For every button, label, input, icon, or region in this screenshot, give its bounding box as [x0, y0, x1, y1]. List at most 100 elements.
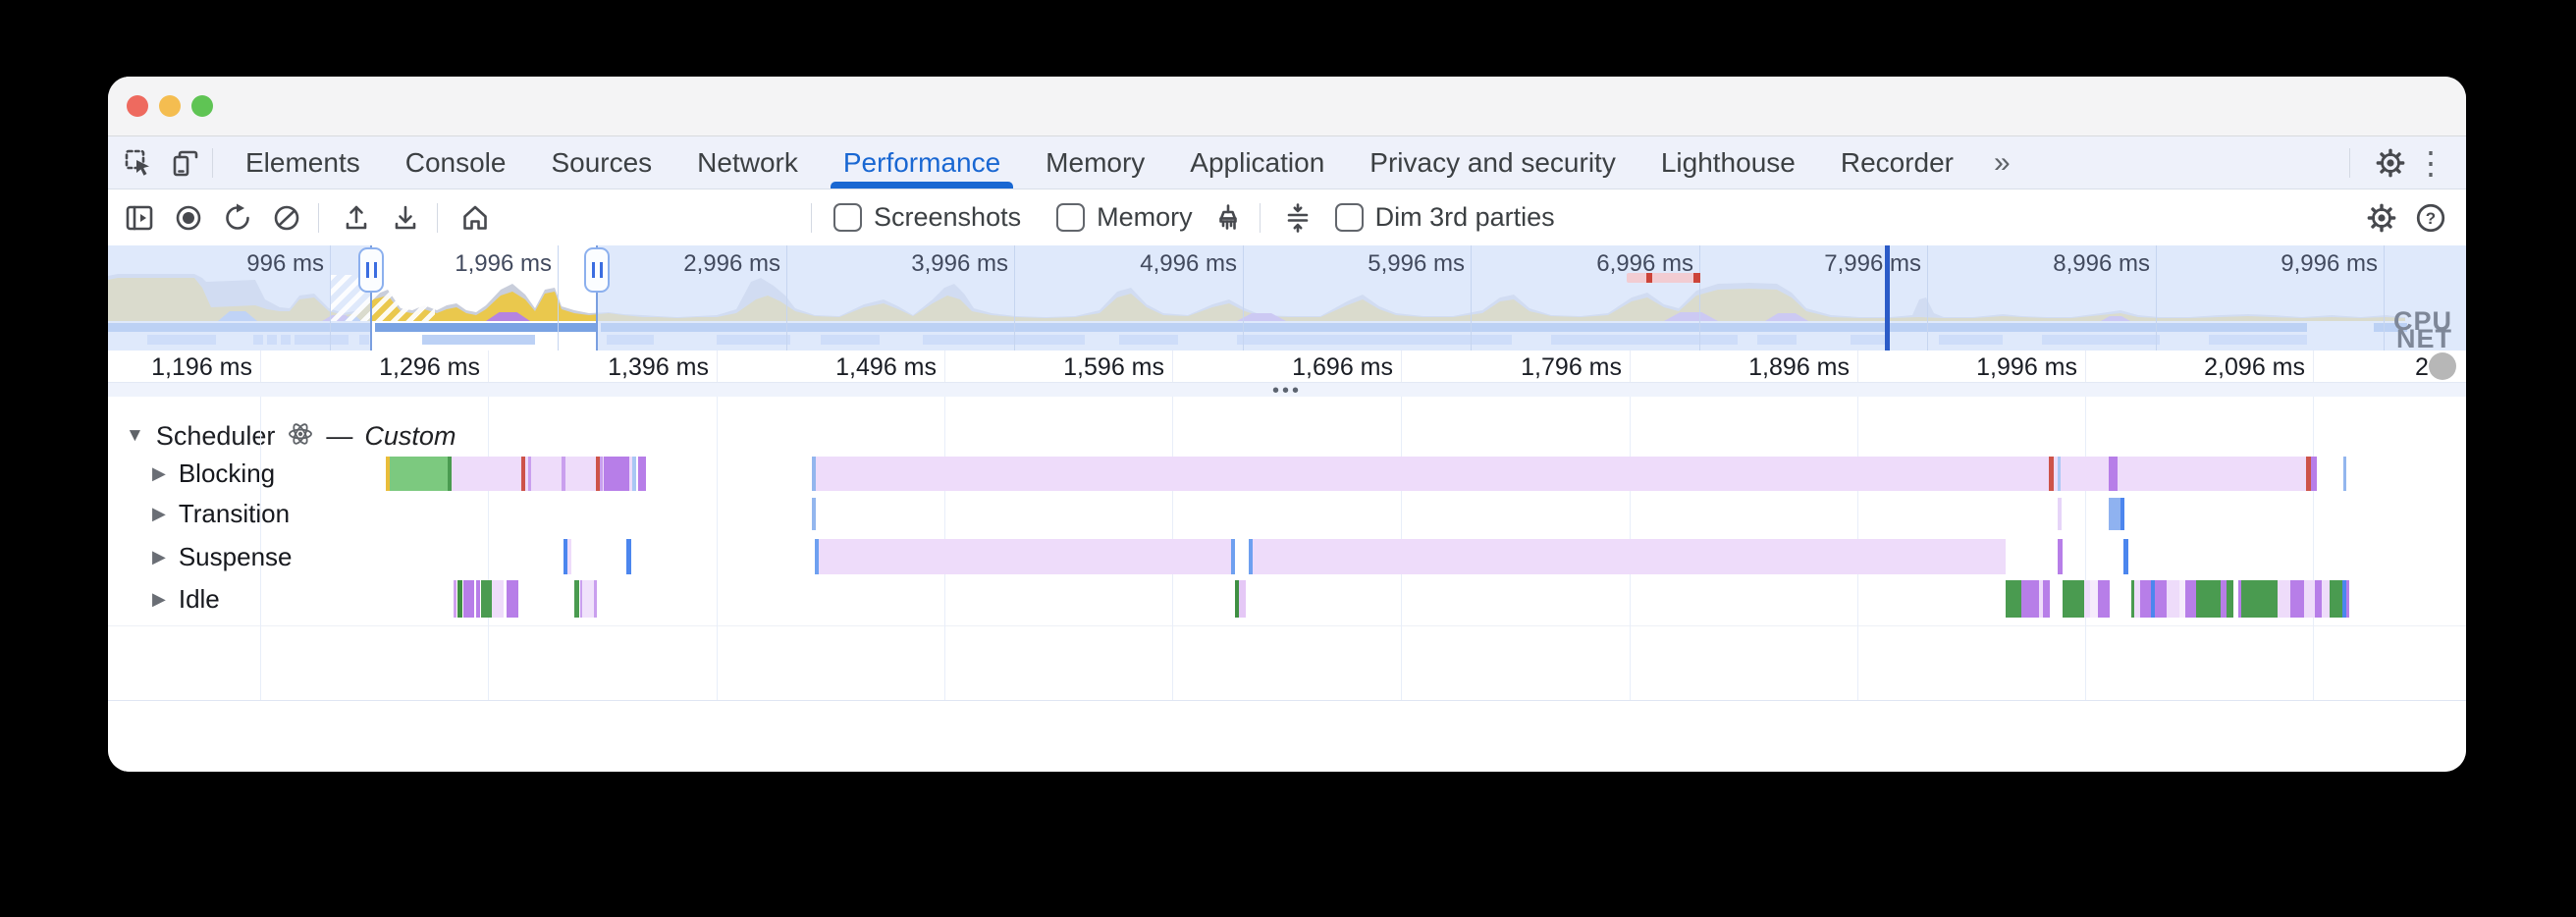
track-bar[interactable]	[2043, 580, 2050, 618]
track-row-label-transition[interactable]: ▶Transition	[152, 499, 290, 529]
track-bar[interactable]	[2330, 580, 2342, 618]
track-bar[interactable]	[386, 457, 390, 491]
collect-garbage-icon[interactable]	[1207, 196, 1250, 240]
track-bar[interactable]	[2058, 539, 2063, 574]
track-bar[interactable]	[2342, 580, 2346, 618]
track-bar[interactable]	[2322, 580, 2330, 618]
track-bar[interactable]	[521, 457, 525, 491]
inspect-element-icon[interactable]	[122, 146, 155, 180]
capture-settings-gear-icon[interactable]	[2360, 196, 2403, 240]
collapse-tracks-icon[interactable]	[1276, 196, 1319, 240]
tab-network[interactable]: Network	[697, 146, 798, 178]
record-icon[interactable]	[167, 196, 210, 240]
ruler-scroll-dot[interactable]	[2429, 352, 2456, 380]
track-bar[interactable]	[507, 580, 518, 618]
screenshots-checkbox-box[interactable]	[833, 203, 862, 232]
track-bar[interactable]	[2167, 580, 2179, 618]
track-bar[interactable]	[528, 457, 531, 491]
upload-profile-icon[interactable]	[335, 196, 378, 240]
track-bar[interactable]	[604, 457, 629, 491]
track-bar[interactable]	[390, 457, 448, 491]
track-bar[interactable]	[2311, 457, 2317, 491]
tab-privacy-and-security[interactable]: Privacy and security	[1369, 146, 1616, 178]
dim-3rd-parties-checkbox-box[interactable]	[1334, 203, 1364, 232]
track-bar[interactable]	[452, 457, 633, 491]
track-bar[interactable]	[812, 498, 816, 530]
track-bar[interactable]	[457, 580, 462, 618]
overview-resize-grip[interactable]: •••	[108, 381, 2466, 401]
dim-3rd-parties-checkbox[interactable]: Dim 3rd parties	[1334, 202, 1555, 233]
track-bar[interactable]	[2049, 457, 2054, 491]
tab-recorder[interactable]: Recorder	[1840, 146, 1955, 178]
track-bar[interactable]	[567, 539, 571, 574]
track-bar[interactable]	[2290, 580, 2304, 618]
track-bar[interactable]	[2151, 580, 2155, 618]
track-bar[interactable]	[1239, 580, 1246, 618]
track-bar[interactable]	[463, 580, 474, 618]
toggle-sidebar-icon[interactable]	[118, 196, 161, 240]
track-bar[interactable]	[2058, 457, 2061, 491]
track-bar[interactable]	[2179, 580, 2185, 618]
memory-checkbox[interactable]: Memory	[1056, 202, 1193, 233]
zoom-window-button[interactable]	[191, 95, 213, 117]
screenshots-checkbox[interactable]: Screenshots	[833, 202, 1021, 233]
tab-lighthouse[interactable]: Lighthouse	[1660, 146, 1796, 178]
expand-row-icon[interactable]: ▶	[152, 588, 166, 609]
expand-row-icon[interactable]: ▶	[152, 504, 166, 523]
track-bar[interactable]	[2227, 580, 2233, 618]
close-window-button[interactable]	[127, 95, 148, 117]
track-bar[interactable]	[2006, 580, 2021, 618]
memory-checkbox-box[interactable]	[1056, 203, 1086, 232]
home-live-metrics-icon[interactable]	[454, 196, 497, 240]
tab-performance[interactable]: Performance	[821, 136, 1023, 189]
minimize-window-button[interactable]	[159, 95, 181, 117]
track-bar[interactable]	[454, 580, 456, 618]
collapse-track-icon[interactable]: ▼	[126, 425, 144, 446]
track-bar[interactable]	[2155, 580, 2167, 618]
track-bar[interactable]	[2278, 580, 2290, 618]
track-bar[interactable]	[594, 580, 597, 618]
track-bar[interactable]	[1249, 539, 1253, 574]
track-bar[interactable]	[632, 457, 636, 491]
track-bar[interactable]	[1235, 580, 1239, 618]
track-bar[interactable]	[2063, 580, 2084, 618]
track-bar[interactable]	[2306, 457, 2311, 491]
track-bar[interactable]	[564, 539, 567, 574]
track-row-label-suspense[interactable]: ▶Suspense	[152, 542, 293, 571]
track-bar[interactable]	[2123, 539, 2128, 574]
record-and-reload-icon[interactable]	[216, 196, 259, 240]
track-bar[interactable]	[448, 457, 452, 491]
customize-devtools-icon[interactable]: ⋮	[2415, 144, 2446, 181]
track-bar[interactable]	[815, 539, 819, 574]
track-bar[interactable]	[2346, 580, 2349, 618]
expand-row-icon[interactable]: ▶	[152, 546, 166, 566]
track-bar[interactable]	[2185, 580, 2196, 618]
track-bar[interactable]	[2090, 580, 2098, 618]
track-bar[interactable]	[638, 457, 646, 491]
scheduler-track-header[interactable]: ▼ Scheduler — Custom	[126, 420, 456, 452]
toggle-device-toolbar-icon[interactable]	[169, 146, 202, 180]
track-bar[interactable]	[481, 580, 492, 618]
track-bar[interactable]	[596, 457, 600, 491]
track-bar[interactable]	[582, 580, 594, 618]
track-bar[interactable]	[492, 580, 504, 618]
track-bar[interactable]	[2120, 498, 2124, 530]
track-row-label-idle[interactable]: ▶Idle	[152, 584, 220, 614]
track-bar[interactable]	[2134, 580, 2140, 618]
track-bar[interactable]	[2343, 457, 2346, 491]
clear-icon[interactable]	[265, 196, 308, 240]
track-bar[interactable]	[600, 457, 603, 491]
track-bar[interactable]	[574, 580, 579, 618]
track-bar[interactable]	[2098, 580, 2110, 618]
track-bar[interactable]	[2140, 580, 2151, 618]
track-bar[interactable]	[1253, 539, 2006, 574]
more-tabs-icon[interactable]: »	[1994, 145, 2011, 179]
track-bar[interactable]	[476, 580, 480, 618]
track-bar[interactable]	[2315, 580, 2322, 618]
settings-gear-icon[interactable]	[2374, 146, 2407, 180]
overview-right-handle[interactable]	[584, 247, 610, 293]
tab-memory[interactable]: Memory	[1046, 146, 1146, 178]
track-bar[interactable]	[2058, 498, 2062, 530]
track-bar[interactable]	[2131, 580, 2134, 618]
track-bar[interactable]	[2039, 580, 2043, 618]
